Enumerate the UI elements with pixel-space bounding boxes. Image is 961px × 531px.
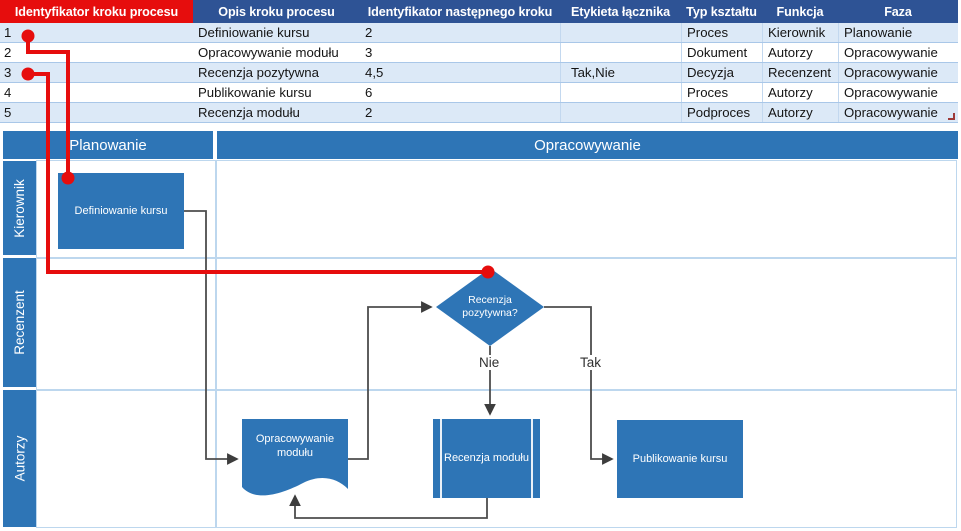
table-row[interactable]: 2 Opracowywanie modułu 3 Dokument Autorz… bbox=[0, 43, 958, 63]
cell-next-step-id[interactable]: 4,5 bbox=[365, 65, 384, 80]
column-header-function[interactable]: Funkcja bbox=[776, 4, 824, 19]
phase-header-planowanie[interactable]: Planowanie bbox=[3, 131, 213, 159]
cell-step-id[interactable]: 2 bbox=[4, 45, 12, 60]
cell-phase[interactable]: Planowanie bbox=[838, 23, 958, 42]
connector-label-nie[interactable]: Nie bbox=[477, 355, 502, 370]
cell-next-step-id[interactable]: 3 bbox=[365, 45, 373, 60]
table-row[interactable]: 5 Recenzja modułu 2 Podproces Autorzy Op… bbox=[0, 103, 958, 123]
phase-label: Planowanie bbox=[69, 136, 147, 154]
cell-next-step-id[interactable]: 2 bbox=[365, 105, 373, 120]
cell-function[interactable]: Recenzent bbox=[762, 63, 838, 82]
shape-decision-recenzja-pozytywna[interactable] bbox=[436, 268, 544, 346]
cell-phase[interactable]: Opracowywanie bbox=[838, 103, 958, 122]
table-row[interactable]: 3 Recenzja pozytywna 4,5 Tak,Nie Decyzja… bbox=[0, 63, 958, 83]
table-row[interactable]: 1 Definiowanie kursu 2 Proces Kierownik … bbox=[0, 23, 958, 43]
cell-step-description[interactable]: Recenzja pozytywna bbox=[198, 65, 319, 80]
lane-header-autorzy[interactable]: Autorzy bbox=[3, 390, 36, 527]
cell-next-step-id[interactable]: 6 bbox=[365, 85, 373, 100]
column-header-next-step-id[interactable]: Identyfikator następnego kroku bbox=[367, 4, 553, 19]
lane-label: Autorzy bbox=[12, 435, 27, 482]
connector-label-tak[interactable]: Tak bbox=[578, 355, 604, 370]
cell-connector-label[interactable] bbox=[560, 103, 681, 122]
table-header-row: Identyfikator kroku procesu Opis kroku p… bbox=[0, 0, 958, 23]
cell-phase[interactable]: Opracowywanie bbox=[838, 63, 958, 82]
cell-function[interactable]: Autorzy bbox=[762, 43, 838, 62]
cell-step-description[interactable]: Opracowywanie modułu bbox=[198, 45, 339, 60]
phase-divider bbox=[215, 161, 217, 527]
lane-header-kierownik[interactable]: Kierownik bbox=[3, 161, 36, 255]
phase-header-opracowywanie[interactable]: Opracowywanie bbox=[217, 131, 958, 159]
cell-step-description[interactable]: Recenzja modułu bbox=[198, 105, 300, 120]
cell-function[interactable]: Autorzy bbox=[762, 83, 838, 102]
cell-phase[interactable]: Opracowywanie bbox=[838, 43, 958, 62]
subprocess-side-bar bbox=[440, 419, 442, 498]
shape-label: Definiowanie kursu bbox=[74, 204, 168, 217]
cell-step-id[interactable]: 4 bbox=[4, 85, 12, 100]
cell-step-description[interactable]: Publikowanie kursu bbox=[198, 85, 312, 100]
cell-phase[interactable]: Opracowywanie bbox=[838, 83, 958, 102]
cell-connector-label[interactable]: Tak,Nie bbox=[560, 63, 681, 82]
column-header-step-description[interactable]: Opis kroku procesu bbox=[218, 4, 335, 19]
shape-process-publikowanie-kursu[interactable]: Publikowanie kursu bbox=[617, 420, 743, 498]
shape-label: Publikowanie kursu bbox=[632, 452, 728, 465]
shape-label: Recenzja pozytywna? bbox=[462, 293, 518, 319]
cell-shape-type[interactable]: Decyzja bbox=[681, 63, 762, 82]
shape-label: Opracowywanie modułu bbox=[255, 433, 335, 459]
shape-process-definiowanie-kursu[interactable]: Definiowanie kursu bbox=[58, 173, 184, 249]
shape-document-opracowywanie-modulu[interactable] bbox=[242, 419, 348, 503]
cell-step-description[interactable]: Definiowanie kursu bbox=[198, 25, 310, 40]
lane-label: Kierownik bbox=[12, 178, 27, 238]
cell-next-step-id[interactable]: 2 bbox=[365, 25, 373, 40]
cell-connector-label[interactable] bbox=[560, 83, 681, 102]
lane-header-recenzent[interactable]: Recenzent bbox=[3, 258, 36, 387]
column-header-shape-type[interactable]: Typ kształtu bbox=[686, 4, 757, 19]
lane-divider bbox=[37, 257, 956, 259]
phase-label: Opracowywanie bbox=[534, 136, 641, 154]
column-header-connector-label[interactable]: Etykieta łącznika bbox=[570, 4, 671, 19]
cell-shape-type[interactable]: Proces bbox=[681, 83, 762, 102]
cell-connector-label[interactable] bbox=[560, 23, 681, 42]
process-map-table: Identyfikator kroku procesu Opis kroku p… bbox=[0, 0, 958, 123]
lane-label: Recenzent bbox=[12, 290, 28, 355]
cell-step-id[interactable]: 1 bbox=[4, 25, 12, 40]
shape-subprocess-recenzja-modulu[interactable]: Recenzja modułu bbox=[433, 419, 540, 498]
cell-step-id[interactable]: 5 bbox=[4, 105, 12, 120]
cell-connector-label[interactable] bbox=[560, 43, 681, 62]
cell-function[interactable]: Kierownik bbox=[762, 23, 838, 42]
column-header-phase[interactable]: Faza bbox=[884, 4, 912, 19]
cell-shape-type[interactable]: Dokument bbox=[681, 43, 762, 62]
table-row[interactable]: 4 Publikowanie kursu 6 Proces Autorzy Op… bbox=[0, 83, 958, 103]
lane-divider bbox=[37, 389, 956, 391]
cell-function[interactable]: Autorzy bbox=[762, 103, 838, 122]
subprocess-side-bar bbox=[531, 419, 533, 498]
cell-shape-type[interactable]: Podproces bbox=[681, 103, 762, 122]
cell-step-id[interactable]: 3 bbox=[4, 65, 12, 80]
table-resize-handle-icon[interactable] bbox=[948, 113, 955, 120]
cell-shape-type[interactable]: Proces bbox=[681, 23, 762, 42]
column-header-step-id[interactable]: Identyfikator kroku procesu bbox=[0, 0, 193, 23]
shape-label: Recenzja modułu bbox=[444, 452, 529, 465]
